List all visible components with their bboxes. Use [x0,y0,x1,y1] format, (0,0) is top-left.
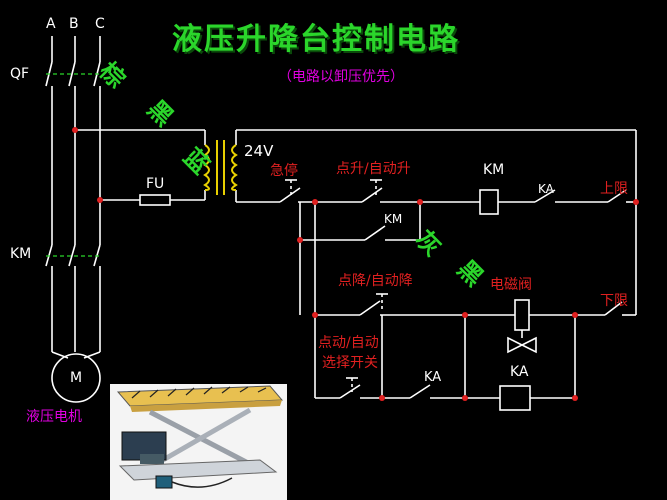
km-main-label: KM [10,246,32,262]
jog-down-text: 点降 [338,273,366,289]
phase-b-label: B [69,16,79,32]
page-subtitle: （电路以卸压优先） [278,69,404,85]
slash-separator: / [364,161,369,177]
jog-up-text: 点升 [336,161,364,177]
ka-coil-label: KA [510,364,529,380]
estop-label: 急停 [270,163,298,179]
solenoid-label: 电磁阀 [490,277,532,293]
slash-separator: / [366,273,371,289]
fu-label: FU [146,176,165,192]
phase-c-label: C [95,16,105,32]
jog-up-label: 点升/自动升 [336,158,411,178]
upper-limit-label: 上限 [600,181,628,197]
ka-upper-label: KA [538,182,554,196]
auto-up-text: 自动升 [368,161,411,177]
km-hold-label: KM [384,212,403,226]
qf-label: QF [10,66,30,82]
slash-separator: / [346,335,351,351]
lift-table-photo [110,384,287,500]
motor-symbol-label: M [70,370,83,386]
motor-label: 液压电机 [26,409,82,425]
phase-a-label: A [46,16,56,32]
ka-contact-label: KA [424,370,442,385]
select-switch-label: 选择开关 [322,355,378,371]
jog-down-label: 点降/自动降 [338,270,413,290]
page-title: 液压升降台控制电路 [172,22,460,57]
auto-down-text: 自动降 [370,273,413,289]
lower-limit-label: 下限 [600,293,628,309]
km-coil-label: KM [483,162,505,178]
jog-text: 点动 [318,335,346,351]
mode-select-label: 点动/自动 [318,332,379,352]
auto-text: 自动 [350,335,379,351]
transformer-voltage-label: 24V [244,142,274,160]
